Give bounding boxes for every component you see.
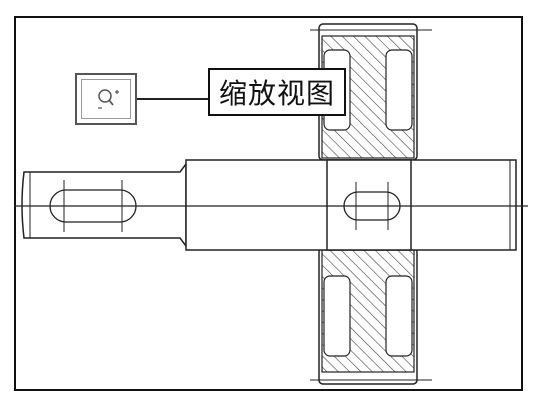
callout-label: 缩放视图 — [208, 68, 346, 116]
zoom-button-inner-border — [81, 79, 131, 119]
callout-leader-line — [137, 98, 208, 100]
zoom-in-icon — [98, 89, 119, 109]
zoom-in-button[interactable] — [75, 73, 137, 125]
shaft — [14, 159, 528, 251]
gear-lower — [310, 247, 432, 385]
